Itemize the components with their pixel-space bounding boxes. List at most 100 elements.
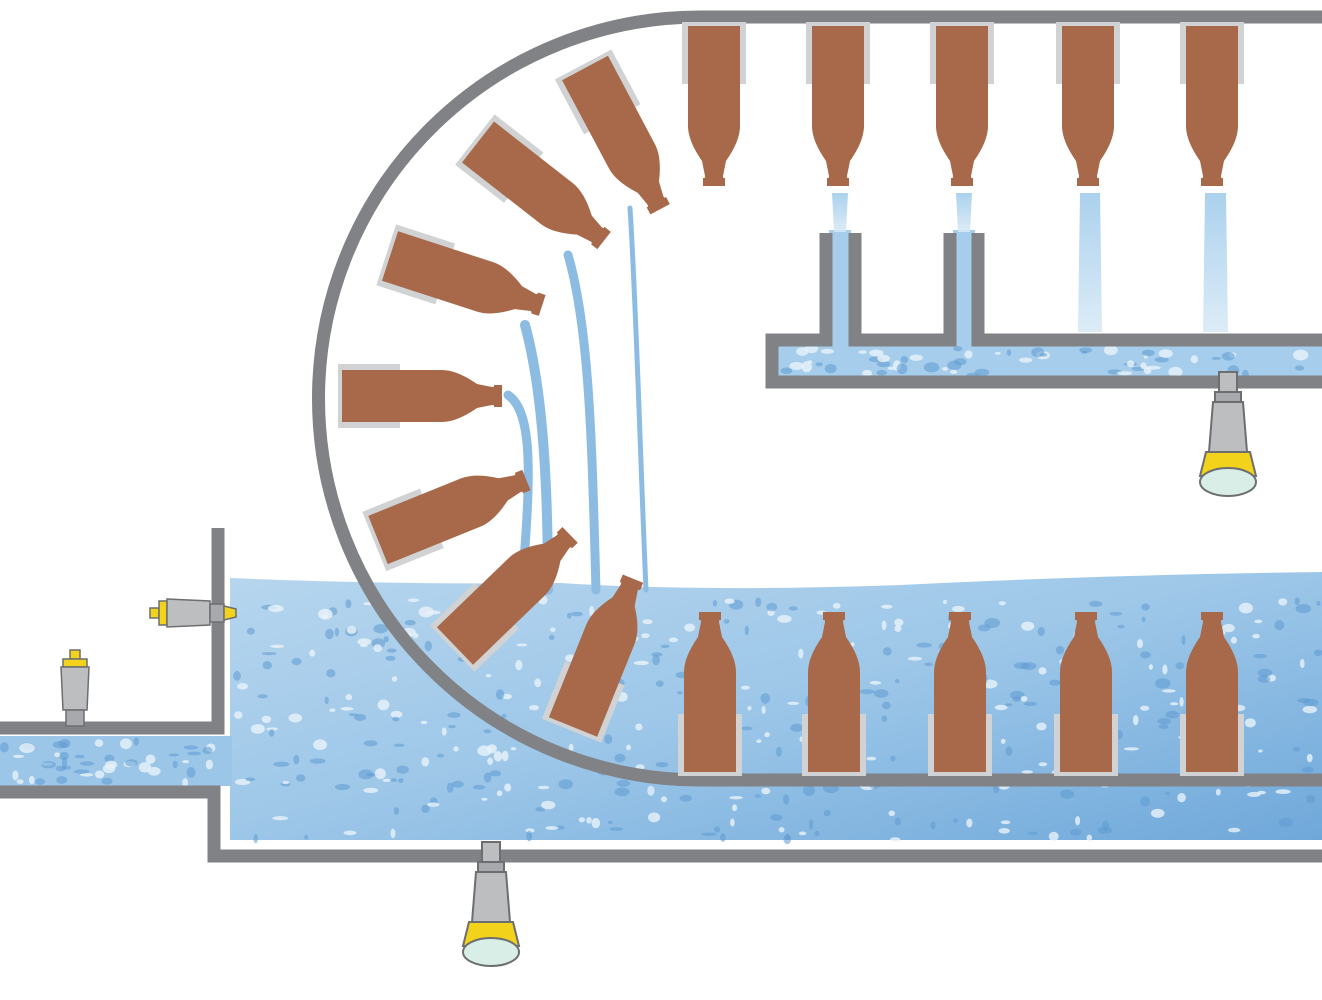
- lower-tank-wall: [0, 528, 1322, 863]
- bubble: [407, 598, 420, 602]
- bubble: [516, 643, 528, 647]
- bubble: [895, 679, 900, 684]
- bottle-body: [368, 471, 529, 565]
- bubble: [1306, 753, 1313, 763]
- bubble: [340, 707, 354, 711]
- bubble: [883, 647, 892, 656]
- bubble: [777, 615, 792, 623]
- bubble: [894, 618, 904, 627]
- bubble: [1006, 349, 1012, 356]
- bubble: [952, 818, 959, 823]
- bubble: [607, 820, 613, 825]
- nozzle-water-2: [953, 230, 975, 348]
- bubble: [787, 701, 800, 706]
- bubble: [586, 817, 592, 824]
- bubble: [41, 761, 56, 769]
- bottle-body: [1186, 614, 1238, 772]
- bubble: [1150, 808, 1165, 818]
- jet-top-6: [1203, 193, 1228, 332]
- bubble: [798, 831, 807, 836]
- bubble: [54, 752, 61, 757]
- bubble: [866, 756, 877, 761]
- bubble: [1049, 679, 1061, 686]
- bubble: [712, 600, 718, 607]
- bubble: [558, 779, 573, 790]
- bubble: [998, 828, 1010, 834]
- bubble: [1278, 598, 1288, 606]
- bubble: [182, 760, 190, 764]
- bubble: [894, 625, 902, 632]
- nozzle-water-1: [829, 230, 851, 348]
- bubble: [568, 743, 574, 752]
- bubble: [668, 637, 679, 643]
- bubble: [1089, 600, 1103, 607]
- upper-trough-wall: [765, 233, 1322, 389]
- bubble: [994, 351, 1001, 355]
- bottle-body: [1060, 614, 1112, 772]
- bubble: [16, 779, 24, 785]
- bubble: [783, 834, 792, 845]
- bubble: [358, 769, 374, 780]
- bubble: [420, 720, 428, 725]
- bubble: [448, 725, 456, 729]
- bubble: [578, 817, 586, 823]
- bubble: [1215, 788, 1221, 796]
- bubble: [1154, 357, 1169, 363]
- bubble: [858, 350, 867, 354]
- bubble: [504, 783, 512, 792]
- bubble: [896, 363, 908, 375]
- bubble: [1075, 816, 1081, 826]
- bubble: [1175, 662, 1185, 670]
- curve-bottle-2: [455, 114, 611, 250]
- bubble: [1140, 651, 1151, 659]
- bubble: [1295, 604, 1312, 614]
- bubble: [730, 818, 735, 827]
- bubble: [954, 358, 967, 366]
- stream-b: [563, 250, 601, 595]
- bubble: [930, 821, 936, 830]
- bubble: [186, 767, 196, 778]
- bubble: [1169, 702, 1179, 706]
- bubble: [324, 696, 329, 705]
- bubble: [660, 796, 668, 803]
- bubble: [485, 674, 492, 678]
- bubble: [261, 652, 277, 656]
- bubble: [890, 755, 896, 762]
- bubble: [1012, 696, 1021, 702]
- bubble: [1140, 362, 1147, 370]
- bubble: [187, 751, 201, 756]
- bubble: [1165, 792, 1171, 796]
- bottle-lip: [591, 226, 611, 250]
- bubble: [79, 761, 95, 766]
- bottle-lip: [823, 612, 845, 620]
- bubble: [61, 757, 68, 768]
- bubble: [94, 739, 104, 747]
- bottle-body: [548, 576, 642, 737]
- bubble: [393, 807, 400, 815]
- bubble: [35, 778, 46, 785]
- bubble: [1297, 698, 1311, 703]
- bubble: [1037, 627, 1045, 637]
- bubble: [1293, 746, 1301, 752]
- bubble: [626, 744, 632, 751]
- bubble: [974, 368, 990, 377]
- bubble: [614, 787, 630, 797]
- bubble: [907, 656, 923, 661]
- bubble: [309, 649, 316, 657]
- bottle-body: [562, 55, 669, 213]
- bubble: [1018, 357, 1033, 363]
- bottle-body: [936, 26, 988, 184]
- bubble: [788, 606, 798, 611]
- top-bottle-3: [930, 22, 994, 186]
- bottle-lip: [1075, 612, 1097, 620]
- bubble: [1097, 826, 1113, 834]
- bottle-lip: [619, 574, 644, 591]
- bubble: [541, 800, 556, 810]
- jet-top-4: [956, 193, 972, 232]
- bubble: [984, 618, 1000, 628]
- bubble: [374, 768, 386, 780]
- bubble: [182, 778, 189, 788]
- bubble: [1161, 689, 1176, 693]
- bubble: [1294, 365, 1305, 371]
- bubble: [483, 729, 492, 734]
